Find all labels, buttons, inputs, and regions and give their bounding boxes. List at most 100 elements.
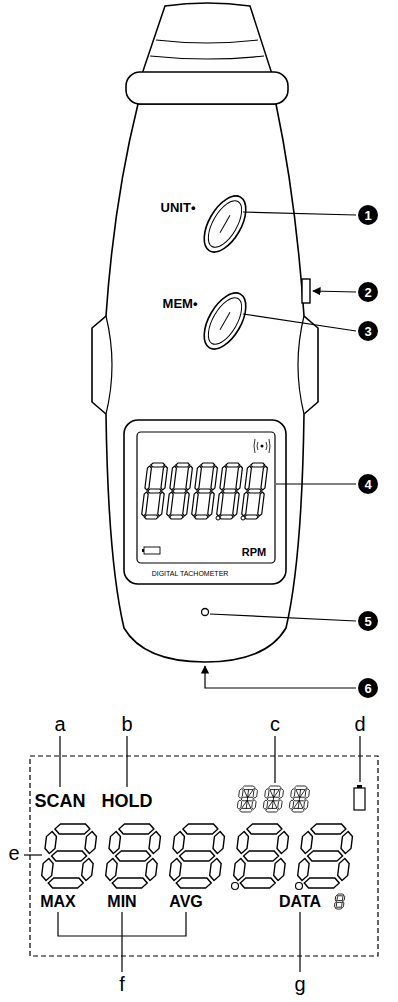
digit-segment bbox=[273, 859, 286, 881]
digit-segment bbox=[245, 466, 252, 490]
signal-symbol bbox=[266, 442, 267, 450]
digit-segment bbox=[151, 463, 165, 467]
lcd-indicator: SCAN bbox=[34, 792, 85, 810]
digit-segment bbox=[108, 832, 121, 854]
digit-segment bbox=[253, 789, 258, 798]
leader-line bbox=[59, 736, 60, 787]
indicator-letter: a bbox=[54, 714, 65, 734]
side-grip bbox=[106, 316, 112, 414]
digit-segment bbox=[304, 878, 340, 888]
digit-segment bbox=[241, 492, 248, 516]
seven-segment-digit bbox=[216, 463, 243, 519]
button-name: UNIT• bbox=[161, 201, 196, 214]
digit-segment bbox=[112, 878, 148, 888]
battery-icon bbox=[144, 547, 160, 554]
digit-segment bbox=[216, 492, 223, 516]
digit-segment bbox=[84, 832, 97, 854]
seven-segment-digit bbox=[168, 824, 226, 888]
digit-segment bbox=[191, 492, 198, 516]
digit-segment bbox=[265, 789, 270, 798]
digit-segment bbox=[179, 851, 215, 861]
leader-line bbox=[210, 614, 356, 621]
seven-segment-digit bbox=[263, 786, 284, 812]
lcd-indicator: AVG bbox=[169, 894, 202, 910]
digit-segment bbox=[300, 832, 313, 854]
indicator-letter: d bbox=[354, 714, 365, 734]
callout-badge bbox=[358, 205, 378, 225]
callout-badge bbox=[358, 474, 378, 494]
side-button bbox=[302, 279, 310, 303]
battery-icon bbox=[357, 785, 362, 788]
digit-segment bbox=[51, 851, 87, 861]
digit-segment bbox=[54, 824, 90, 834]
digit-segment bbox=[292, 808, 305, 812]
digit-segment bbox=[335, 895, 337, 901]
digit-segment bbox=[239, 789, 244, 798]
digit-segment bbox=[279, 789, 284, 798]
button-outline bbox=[196, 286, 255, 356]
digit-segment bbox=[294, 786, 307, 790]
digit-segment bbox=[342, 895, 344, 901]
button-mark bbox=[220, 312, 230, 329]
digit-segment bbox=[222, 489, 236, 493]
digit-segment bbox=[305, 789, 310, 798]
display-caption: DIGITAL TACHOMETER bbox=[152, 570, 229, 577]
battery-icon bbox=[142, 549, 144, 552]
nozzle-ring bbox=[156, 40, 258, 43]
digit-segment bbox=[298, 789, 300, 809]
digit-segment bbox=[141, 492, 148, 516]
digit-segment bbox=[272, 789, 274, 809]
digit-segment bbox=[334, 902, 336, 908]
digit-segment bbox=[219, 515, 233, 519]
digit-segment bbox=[220, 466, 227, 490]
button-outline bbox=[196, 189, 255, 259]
digit-segment bbox=[337, 894, 344, 896]
digit-segment bbox=[340, 832, 353, 854]
signal-symbol bbox=[257, 442, 258, 450]
unit-label: RPM bbox=[242, 547, 266, 558]
signal-symbol bbox=[269, 439, 270, 453]
lcd-indicator: MIN bbox=[107, 894, 136, 910]
leader-line bbox=[24, 854, 42, 855]
digit-segment bbox=[304, 800, 309, 809]
seven-segment-digit bbox=[241, 463, 268, 519]
digit-segment bbox=[211, 466, 218, 490]
digit-segment bbox=[81, 859, 94, 881]
digit-segment bbox=[195, 466, 202, 490]
digit-segment bbox=[247, 489, 261, 493]
indicator-letter: e bbox=[8, 843, 19, 863]
seven-segment-digit bbox=[40, 824, 98, 888]
digit-segment bbox=[278, 800, 283, 809]
callout-number: 4 bbox=[364, 478, 371, 491]
leader-line bbox=[276, 483, 356, 484]
digit-segment bbox=[251, 463, 265, 467]
digit-segment bbox=[337, 859, 350, 881]
digit-segment bbox=[226, 463, 240, 467]
digit-segment bbox=[161, 466, 168, 490]
callout-number: 2 bbox=[364, 286, 371, 299]
leader-line bbox=[359, 736, 360, 782]
button-outline bbox=[202, 292, 249, 349]
digit-segment bbox=[236, 832, 249, 854]
digit-segment bbox=[244, 515, 258, 519]
leader-line bbox=[205, 666, 356, 688]
leader-line bbox=[121, 912, 122, 972]
seven-segment-digit bbox=[191, 463, 218, 519]
digit-segment bbox=[336, 907, 343, 909]
digit-segment bbox=[237, 800, 242, 809]
display-bezel bbox=[124, 420, 286, 584]
seven-segment-digit bbox=[232, 824, 290, 888]
digit-segment bbox=[209, 859, 222, 881]
seven-segment-digit bbox=[334, 894, 345, 909]
leader-line bbox=[243, 212, 356, 215]
digit-segment bbox=[242, 786, 255, 790]
sensor-nozzle bbox=[142, 3, 272, 74]
digit-segment bbox=[182, 824, 218, 834]
digit-segment bbox=[197, 489, 211, 493]
digit-segment bbox=[148, 832, 161, 854]
seven-segment-digit bbox=[237, 786, 258, 812]
digit-segment bbox=[41, 859, 54, 881]
digit-segment bbox=[172, 832, 185, 854]
digit-segment bbox=[246, 789, 248, 809]
